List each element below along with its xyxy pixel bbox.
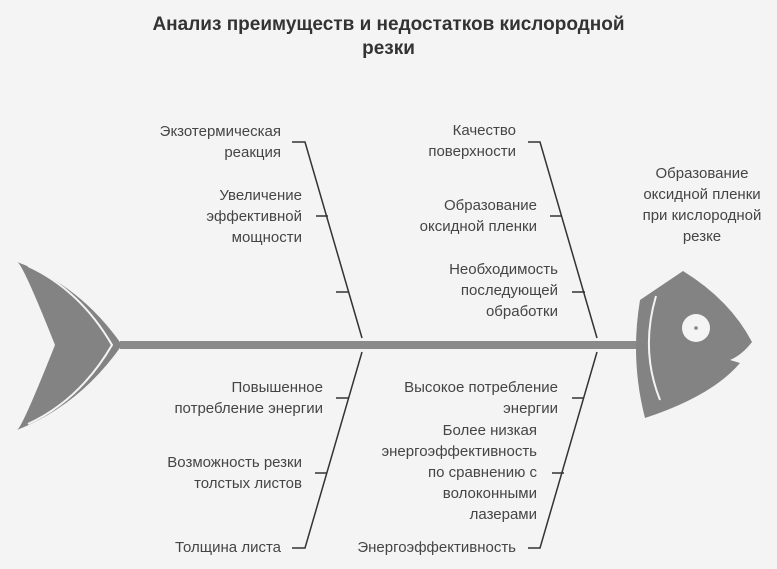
- cause-label: Толщина листа: [175, 539, 281, 556]
- title-line: Анализ преимуществ и недостатков кислоро…: [152, 14, 625, 35]
- fish-head-icon: [636, 271, 752, 418]
- bone-right-top: [528, 141, 598, 339]
- fish-spine: [120, 341, 638, 349]
- head-gill: [647, 295, 661, 401]
- title-line: резки: [362, 38, 415, 59]
- bone-left-bottom: [292, 351, 363, 549]
- fish-tail-icon: [17, 262, 122, 430]
- cause-label: Энергоэффективность: [357, 539, 516, 556]
- bone-left-top: [292, 141, 363, 339]
- fish-pupil: [694, 326, 698, 330]
- tail-highlight: [27, 265, 114, 425]
- diagram-title: Анализ преимуществ и недостатков кислоро…: [100, 13, 677, 61]
- bone-right-bottom: [528, 351, 598, 549]
